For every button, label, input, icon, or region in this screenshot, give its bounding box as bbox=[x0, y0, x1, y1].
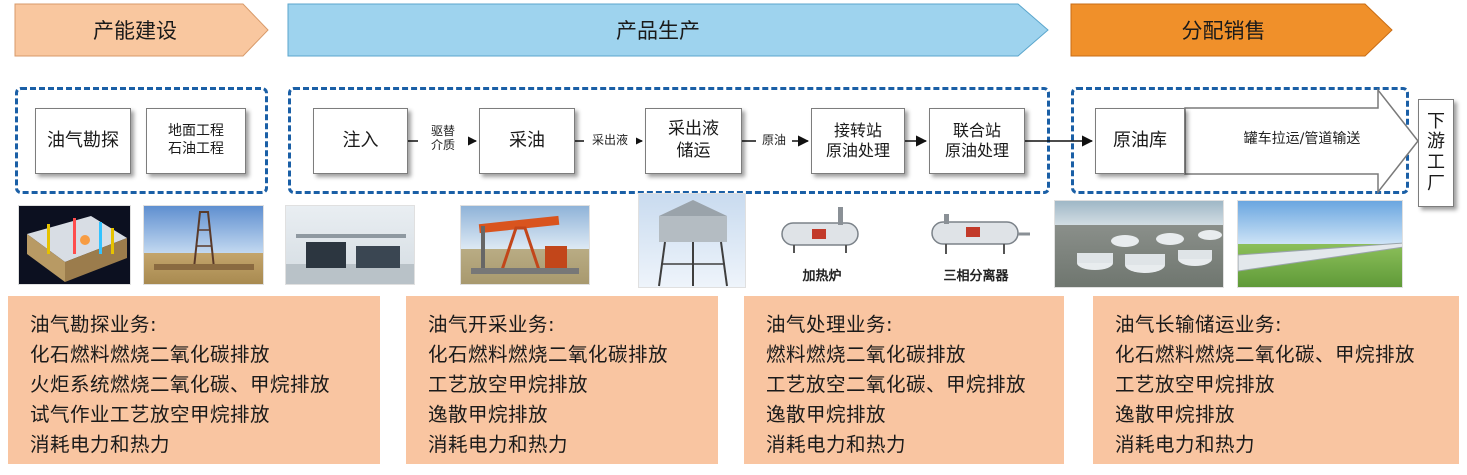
panel-processing-line: 燃料燃烧二氧化碳排放 bbox=[766, 343, 967, 366]
photo-tank-farm bbox=[1054, 200, 1224, 288]
panel-production-line: 工艺放空甲烷排放 bbox=[428, 373, 589, 396]
photo-drilling-rig bbox=[143, 205, 264, 285]
panel-processing: 油气处理业务: 燃料燃烧二氧化碳排放 工艺放空二氧化碳、甲烷排放 逸散甲烷排放 … bbox=[744, 296, 1064, 464]
panel-production-title: 油气开采业务: bbox=[428, 313, 556, 336]
panel-storage: 油气长输储运业务: 化石燃料燃烧二氧化碳、甲烷排放 工艺放空甲烷排放 逸散甲烷排… bbox=[1093, 296, 1459, 464]
photo-pumpjack bbox=[460, 205, 590, 285]
photo-injection-pumps bbox=[285, 205, 415, 285]
stage-label-production: 产品生产 bbox=[616, 19, 700, 43]
node-transport: 采出液 储运 bbox=[645, 108, 742, 174]
panel-production-line: 逸散甲烷排放 bbox=[428, 403, 549, 426]
stage-arrows bbox=[14, 3, 1393, 57]
panel-storage-line: 逸散甲烷排放 bbox=[1115, 403, 1236, 426]
node-extraction: 采油 bbox=[479, 108, 575, 174]
node-downstream: 下 游 工 厂 bbox=[1418, 99, 1454, 207]
stage-label-construction: 产能建设 bbox=[93, 19, 177, 43]
panel-storage-line: 化石燃料燃烧二氧化碳、甲烷排放 bbox=[1115, 343, 1416, 366]
edge-label-produced-fluid: 采出液 bbox=[584, 133, 636, 148]
stage-label-sales: 分配销售 bbox=[1181, 19, 1266, 43]
panel-storage-title: 油气长输储运业务: bbox=[1115, 313, 1283, 336]
panel-storage-line: 工艺放空甲烷排放 bbox=[1115, 373, 1276, 396]
panel-processing-line: 消耗电力和热力 bbox=[766, 433, 907, 456]
panel-exploration: 油气勘探业务: 化石燃料燃烧二氧化碳排放 火炬系统燃烧二氧化碳、甲烷排放 试气作… bbox=[8, 296, 380, 464]
node-engineering: 地面工程 石油工程 bbox=[146, 108, 246, 174]
stage-arrow-production bbox=[287, 3, 1049, 57]
panel-exploration-line: 化石燃料燃烧二氧化碳排放 bbox=[30, 343, 271, 366]
panel-exploration-title: 油气勘探业务: bbox=[30, 313, 158, 336]
stage-arrow-sales bbox=[1070, 3, 1393, 57]
node-injection: 注入 bbox=[313, 108, 408, 174]
delivery-arrow bbox=[1184, 87, 1419, 195]
stage-arrow-construction bbox=[14, 3, 269, 57]
node-joint-station: 联合站 原油处理 bbox=[929, 108, 1025, 174]
caption-heater: 加热炉 bbox=[802, 269, 842, 284]
image-separator bbox=[926, 212, 1032, 256]
photo-seismic-model bbox=[18, 205, 131, 285]
panel-exploration-line: 消耗电力和热力 bbox=[30, 433, 171, 456]
photo-storage-tank bbox=[638, 193, 746, 288]
node-exploration: 油气勘探 bbox=[35, 108, 131, 174]
panel-processing-title: 油气处理业务: bbox=[766, 313, 894, 336]
image-heater bbox=[772, 205, 872, 255]
panel-processing-line: 工艺放空二氧化碳、甲烷排放 bbox=[766, 373, 1027, 396]
panel-exploration-line: 试气作业工艺放空甲烷排放 bbox=[30, 403, 271, 426]
edge-label-crude-oil: 原油 bbox=[756, 133, 792, 148]
panel-storage-line: 消耗电力和热力 bbox=[1115, 433, 1256, 456]
edge-label-delivery: 罐车拉运/管道输送 bbox=[1243, 131, 1361, 147]
edge-label-drive-medium: 驱替 介质 bbox=[418, 124, 468, 153]
photo-pipeline bbox=[1237, 200, 1403, 288]
panel-processing-line: 逸散甲烷排放 bbox=[766, 403, 887, 426]
panel-exploration-line: 火炬系统燃烧二氧化碳、甲烷排放 bbox=[30, 373, 331, 396]
caption-separator: 三相分离器 bbox=[943, 269, 1009, 284]
group-construction bbox=[15, 87, 268, 194]
node-transfer-station: 接转站 原油处理 bbox=[811, 108, 905, 174]
panel-production-line: 消耗电力和热力 bbox=[428, 433, 569, 456]
panel-production: 油气开采业务: 化石燃料燃烧二氧化碳排放 工艺放空甲烷排放 逸散甲烷排放 消耗电… bbox=[406, 296, 718, 464]
node-crude-depot: 原油库 bbox=[1095, 108, 1185, 174]
panel-production-line: 化石燃料燃烧二氧化碳排放 bbox=[428, 343, 669, 366]
